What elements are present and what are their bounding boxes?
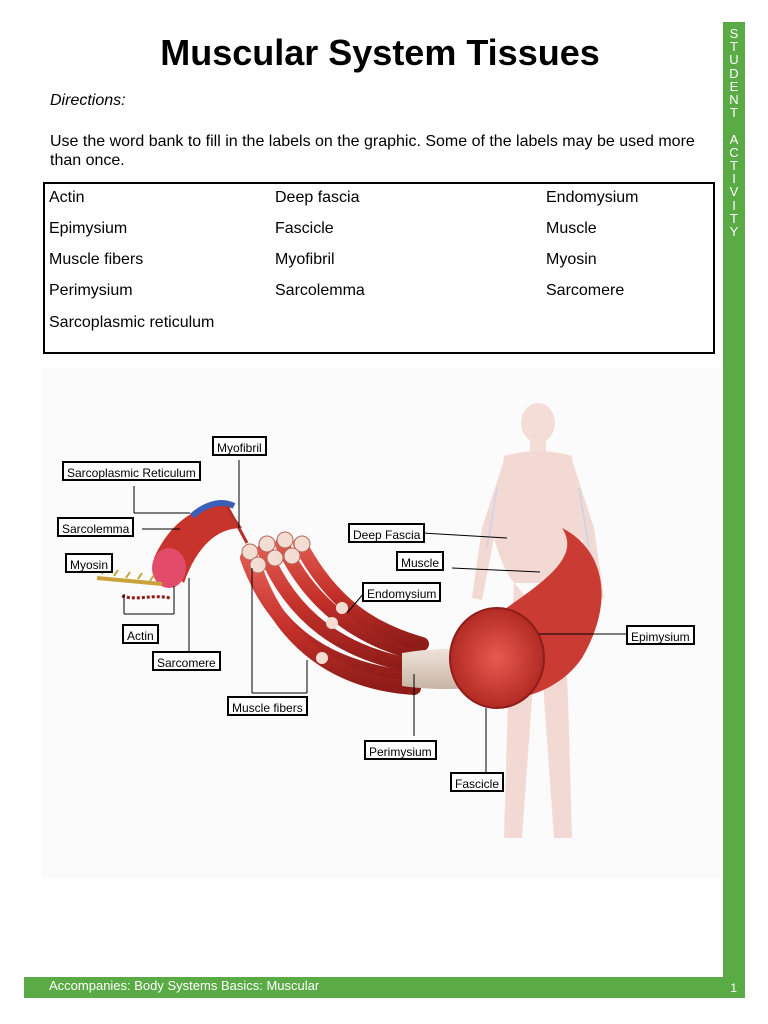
word-bank-item: Endomysium — [546, 189, 639, 206]
leader-lines — [123, 460, 626, 772]
word-bank-item: Actin — [49, 189, 85, 206]
label-myofibril: Myofibril — [212, 436, 267, 456]
sidebar-label: S T U D E N T A C T I V I T Y — [729, 26, 739, 240]
muscle-anatomy-graphic: Myofibril Sarcoplasmic Reticulum Sarcole… — [42, 368, 722, 878]
word-bank-item: Muscle fibers — [49, 251, 144, 268]
label-muscle-fibers: Muscle fibers — [227, 696, 308, 716]
word-bank-item: Perimysium — [49, 282, 133, 299]
muscle-cross-section — [449, 607, 545, 709]
label-epimysium: Epimysium — [626, 625, 695, 645]
muscle-anatomy-illustration — [96, 403, 626, 838]
word-bank: Actin Deep fascia Endomysium Epimysium F… — [43, 182, 715, 354]
label-deep-fascia: Deep Fascia — [348, 523, 426, 543]
word-bank-item: Sarcolemma — [275, 282, 365, 299]
label-perimysium: Perimysium — [364, 740, 437, 760]
page-title: Muscular System Tissues — [160, 32, 600, 73]
label-endomysium: Endomysium — [362, 582, 442, 602]
label-actin: Actin — [122, 624, 159, 644]
word-bank-item: Muscle — [546, 220, 597, 237]
directions-text: Use the word bank to fill in the labels … — [50, 133, 695, 169]
word-bank-item: Fascicle — [275, 220, 334, 237]
word-bank-item: Myosin — [546, 251, 597, 268]
label-sarcoplasmic-reticulum: Sarcoplasmic Reticulum — [62, 461, 201, 481]
label-fascicle: Fascicle — [450, 772, 505, 792]
word-bank-item: Myofibril — [275, 251, 335, 268]
footer-bar: Accompanies: Body Systems Basics: Muscul… — [24, 977, 745, 998]
label-myosin: Myosin — [65, 553, 114, 573]
directions-label: Directions: — [50, 92, 126, 109]
student-activity-sidebar: S T U D E N T A C T I V I T Y — [723, 22, 745, 977]
page-number: 1 — [730, 981, 737, 995]
word-bank-item: Sarcoplasmic reticulum — [49, 314, 215, 331]
myofibril-cylinder — [152, 500, 249, 588]
actin-filament — [121, 594, 171, 600]
word-bank-item: Sarcomere — [546, 282, 625, 299]
word-bank-item: Epimysium — [49, 220, 128, 237]
label-sarcolemma: Sarcolemma — [57, 517, 135, 537]
label-muscle: Muscle — [396, 551, 445, 571]
word-bank-item: Deep fascia — [275, 189, 360, 206]
footer-text: Accompanies: Body Systems Basics: Muscul… — [49, 978, 320, 993]
label-sarcomere: Sarcomere — [152, 651, 221, 671]
muscle-fiber-bundle — [240, 531, 429, 695]
